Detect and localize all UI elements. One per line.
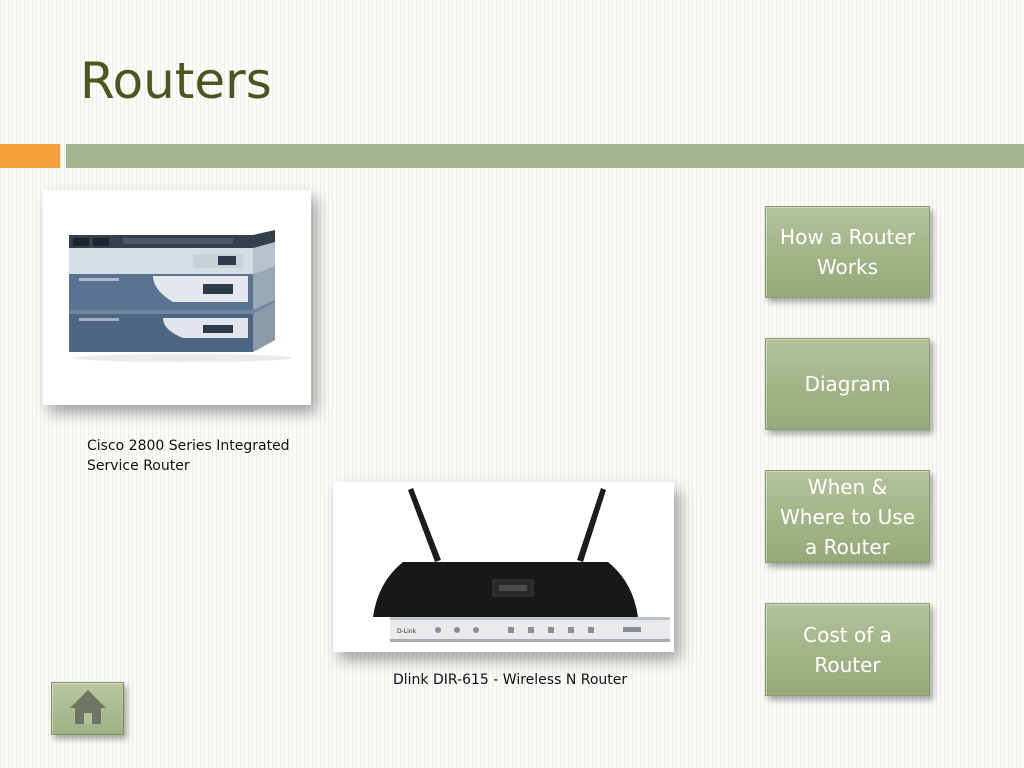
cisco-router-image [43,190,311,405]
how-a-router-works-button[interactable]: How a Router Works [765,206,930,298]
diagram-button[interactable]: Diagram [765,338,930,430]
cisco-caption-line1: Cisco 2800 Series Integrated [87,438,290,454]
home-button[interactable] [51,682,124,735]
svg-text:D-Link: D-Link [397,628,417,635]
cost-label-line1: Cost of a [803,622,892,647]
cost-of-a-router-button[interactable]: Cost of a Router [765,603,930,696]
how-label-line2: Works [816,255,879,279]
cost-label-line2: Router [814,652,881,677]
when-label-line1: When & [807,474,888,499]
home-icon [68,688,108,730]
accent-bar-green [66,144,1024,168]
cisco-caption-line2: Service Router [87,458,190,474]
how-label-line1: How a Router [780,225,915,249]
cisco-router-caption: Cisco 2800 Series Integrated Service Rou… [87,436,317,476]
diagram-label: Diagram [804,372,891,396]
dlink-router-image: D-Link [333,482,674,652]
page-title: Routers [80,52,272,110]
when-label-line2: Where to Use [780,504,915,529]
when-where-to-use-button[interactable]: When & Where to Use a Router [765,470,930,563]
dlink-router-caption: Dlink DIR-615 - Wireless N Router [393,672,628,688]
when-label-line3: a Router [805,534,890,559]
accent-bar-orange [0,144,60,168]
